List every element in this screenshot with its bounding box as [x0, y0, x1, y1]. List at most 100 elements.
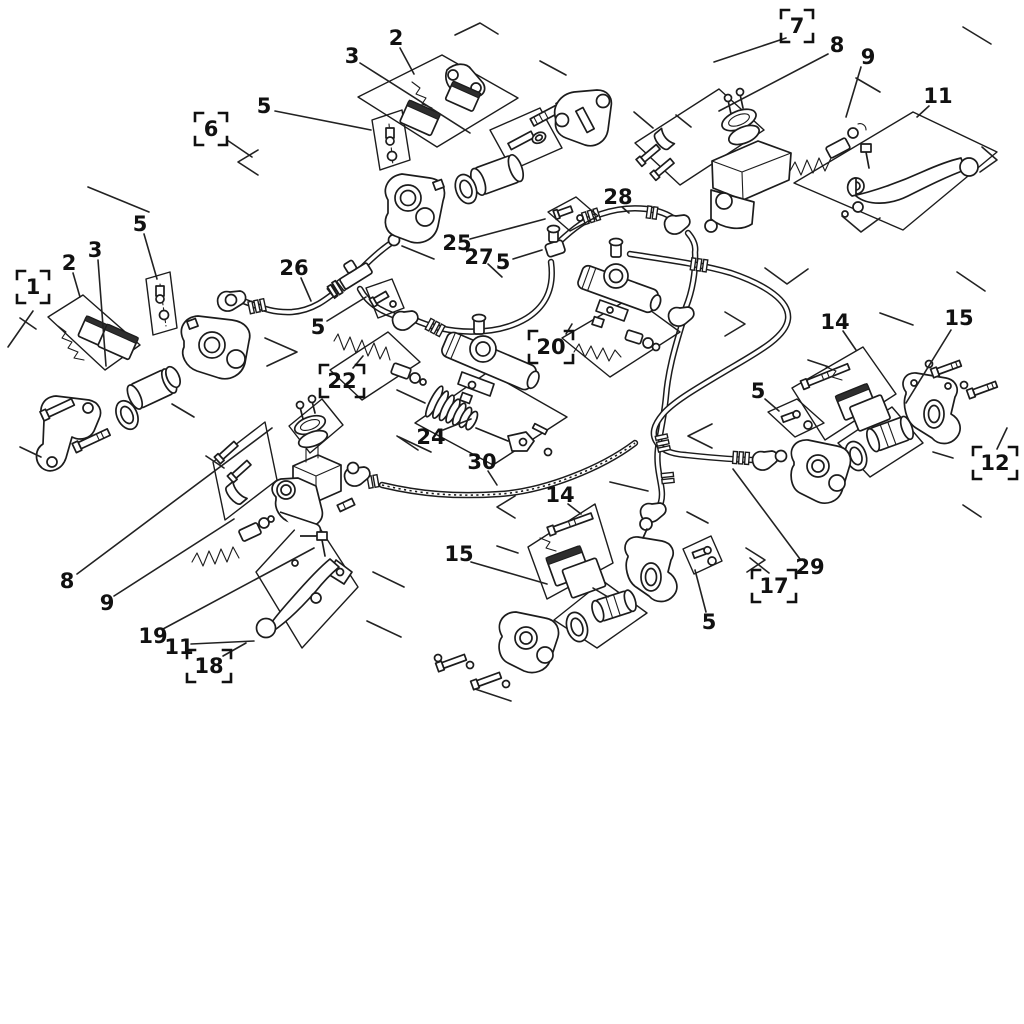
part-number-5: 5	[496, 250, 511, 274]
kit-box-joint-5	[365, 278, 405, 319]
callout-bracket	[193, 111, 229, 147]
banjo-bolt-icon	[639, 517, 653, 531]
mount-bolt	[929, 359, 963, 379]
part-number-8: 8	[60, 569, 75, 593]
kit-box-lever-left-mc	[255, 512, 359, 649]
lever-ball-end	[255, 617, 277, 639]
joint-kit-25	[552, 205, 584, 222]
clamp-bolt	[226, 459, 252, 484]
callout-leader-line	[996, 427, 1008, 450]
part-number-5: 5	[702, 610, 717, 634]
elbow-fitting	[751, 450, 779, 471]
frame-cut-mark	[879, 312, 914, 326]
pivot-nut	[852, 201, 864, 213]
callout-leader-line	[621, 206, 630, 214]
frame-cut-mark	[539, 60, 567, 76]
tee-joint-center	[544, 224, 566, 258]
mount-bolt	[965, 380, 999, 400]
frame-cut-mark	[496, 495, 516, 519]
callout-leader-line	[97, 259, 107, 367]
left-caliper-assembly	[35, 283, 251, 472]
frame-cut-mark	[609, 481, 649, 492]
callout-bracket	[750, 568, 798, 604]
part-number-17: 17	[759, 574, 788, 598]
washer	[291, 559, 299, 567]
callout-leader-line	[274, 110, 372, 131]
part-number-14: 14	[820, 310, 849, 334]
kit-box-24	[414, 371, 568, 466]
callout-leader-line	[749, 557, 770, 574]
part-number-19: 19	[138, 624, 167, 648]
elbow-fitting	[667, 306, 695, 327]
part-number-3: 3	[345, 44, 360, 68]
reservoir-diaphragm	[297, 429, 329, 449]
part-number-22: 22	[327, 369, 356, 393]
part-number-9: 9	[861, 45, 876, 69]
part-number-28: 28	[603, 185, 632, 209]
frame-cut-mark	[401, 245, 435, 260]
bleeder-cap	[158, 309, 170, 321]
callout-leader-line	[300, 277, 312, 302]
callout-bracket	[185, 648, 233, 684]
part-number-29: 29	[795, 555, 824, 579]
bleeder-screw	[385, 127, 395, 146]
frame-cut-mark	[962, 504, 982, 518]
brake-lever	[841, 143, 979, 218]
part-number-5: 5	[257, 94, 272, 118]
kit-box-bleeder-bottom	[682, 535, 723, 575]
brake-pad	[561, 557, 607, 599]
frame-cut-mark	[932, 451, 954, 459]
frame-cut-mark	[171, 403, 195, 418]
pad-retainer	[825, 366, 843, 381]
part-number-30: 30	[467, 450, 496, 474]
clamp-bolt	[635, 143, 661, 168]
part-number-3: 3	[88, 238, 103, 262]
slide-pin-bolt	[39, 397, 76, 422]
kit-box-bleeder-top	[371, 109, 411, 171]
banjo-bolt-icon	[346, 461, 360, 475]
washer	[841, 210, 849, 218]
part-number-18: 18	[194, 654, 223, 678]
clamp-bolt	[213, 440, 239, 465]
kit-box-lever-top	[793, 111, 998, 231]
callout-leader-line	[326, 296, 367, 322]
center-valves	[333, 205, 662, 457]
callout-leader-line	[222, 642, 247, 657]
part-number-11: 11	[923, 84, 952, 108]
pad-spring	[57, 325, 85, 361]
part-number-2: 2	[389, 26, 404, 50]
reservoir-screw	[727, 99, 732, 115]
pad-retainer	[539, 537, 557, 552]
pivot-nut	[310, 592, 322, 604]
leader-lines	[7, 37, 1008, 657]
part-number-25: 25	[442, 231, 471, 255]
callout-leader-line	[399, 47, 415, 75]
part-number-15: 15	[444, 542, 473, 566]
pad-pin	[799, 362, 851, 391]
pad-pin	[546, 512, 594, 537]
callout-leader-line	[487, 470, 498, 486]
callout-bracket	[779, 8, 815, 44]
callout-bracket	[318, 363, 366, 399]
lever-ball-end	[959, 157, 979, 177]
bleeder-kit	[691, 545, 717, 566]
part-number-14: 14	[545, 483, 574, 507]
handlebar-clamp	[653, 127, 676, 151]
callout-leader-line	[226, 139, 253, 158]
pushrod-boot-kit-24	[424, 385, 553, 457]
frame-cut-mark	[398, 436, 432, 453]
caliper-piston	[469, 153, 525, 197]
frame-cut-mark	[745, 547, 766, 573]
frame-cut-mark	[633, 111, 654, 129]
callout-leader-line	[565, 323, 573, 335]
washer	[465, 660, 475, 670]
handlebar-clamp	[225, 480, 248, 505]
part-number-1: 1	[26, 275, 41, 299]
callout-leader-line	[442, 418, 472, 431]
slide-pin-bolt	[71, 428, 112, 454]
three-way-joint	[326, 259, 373, 298]
frame-cut-mark	[592, 587, 609, 598]
bleeder-kit	[780, 409, 813, 430]
part-number-12: 12	[980, 451, 1009, 475]
